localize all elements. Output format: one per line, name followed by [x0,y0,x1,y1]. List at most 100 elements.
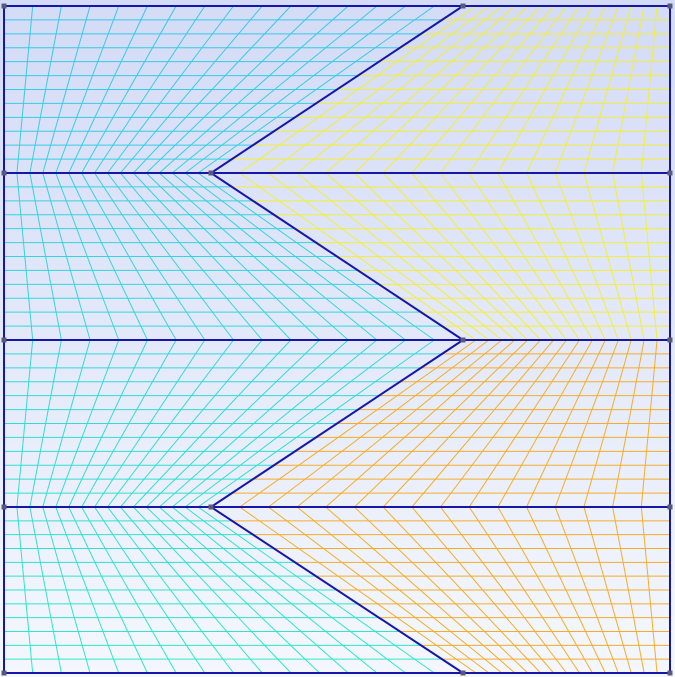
mesh-line-transverse [354,5,529,174]
mesh-node[interactable] [208,504,214,510]
mesh-line-transverse [158,339,349,508]
mesh-line-transverse [296,172,503,341]
mesh-node[interactable] [667,670,673,676]
mesh-line-transverse [16,172,34,341]
mesh-line-transverse [526,5,606,174]
mesh-line-transverse [325,506,516,674]
mesh-node[interactable] [460,670,466,676]
mesh-region-right-upper [232,5,670,341]
mesh-line-transverse [158,172,349,341]
mesh-line-transverse [468,172,580,341]
mesh-line-transverse [554,339,619,508]
mesh-line-transverse [612,172,645,341]
mesh-line-transverse [145,172,320,341]
mesh-line-transverse [42,506,91,674]
mesh-line-transverse [411,5,554,174]
mesh-line-transverse [325,5,516,174]
mesh-line-transverse [133,339,292,508]
mesh-line-transverse [94,5,206,174]
mesh-line-transverse [68,339,148,508]
mesh-line-transverse [68,5,148,174]
mesh-line-transverse [468,339,580,508]
mesh-line-transverse [325,339,516,508]
mesh-line-transverse [29,172,62,341]
mesh-node[interactable] [1,3,7,9]
mesh-line-transverse [612,5,645,174]
mesh-line-transverse [268,506,490,674]
mesh-line-transverse [158,5,349,174]
mesh-line-transverse [197,506,435,674]
boundary-edge-diagonal [210,5,464,174]
mesh-line-transverse [382,339,541,508]
mesh-line-transverse [42,172,91,341]
mesh-line-transverse [296,339,503,508]
mesh-line-transverse [197,339,435,508]
mesh-line-transverse [68,172,148,341]
mesh-node[interactable] [667,504,673,510]
mesh-region-left [4,5,442,674]
mesh-line-transverse [640,172,658,341]
mesh-line-transverse [145,506,320,674]
mesh-line-transverse [94,339,206,508]
boundary-edge-diagonal [210,339,464,508]
mesh-line-transverse [612,339,645,508]
mesh-node[interactable] [667,170,673,176]
mesh-line-transverse [94,172,206,341]
mesh-line-transverse [120,172,263,341]
mesh-line-transverse [554,506,619,674]
mesh-node[interactable] [667,337,673,343]
mesh-line-transverse [497,339,593,508]
mesh-line-transverse [239,5,477,174]
boundary-edge-diagonal [210,172,464,341]
mesh-line-transverse [411,506,554,674]
mesh-line-transverse [107,339,234,508]
mesh-line-transverse [145,5,320,174]
mesh-line-transverse [29,339,62,508]
mesh-line-transverse [171,339,378,508]
mesh-line-transverse [583,339,632,508]
mesh-line-transverse [497,172,593,341]
mesh-line-transverse [354,506,529,674]
mesh-line-transverse [239,172,477,341]
mesh-line-transverse [440,506,567,674]
mesh-line-transverse [184,506,406,674]
mesh-line-transverse [120,339,263,508]
mesh-line-transverse [107,172,234,341]
mesh-line-transverse [171,5,378,174]
mesh-node[interactable] [1,170,7,176]
mesh-line-transverse [16,5,34,174]
mesh-line-transverse [640,506,658,674]
mesh-node[interactable] [1,670,7,676]
mesh-line-transverse [497,5,593,174]
mesh-line-transverse [382,5,541,174]
mesh-node[interactable] [667,3,673,9]
mesh-line-transverse [107,506,234,674]
mesh-line-transverse [120,506,263,674]
mesh-node[interactable] [1,504,7,510]
mesh-line-transverse [16,339,34,508]
mesh-line-transverse [354,172,529,341]
mesh-line-transverse [55,506,120,674]
mesh-line-transverse [554,5,619,174]
mesh-line-transverse [583,172,632,341]
mesh-node[interactable] [208,170,214,176]
mesh-line-transverse [55,5,120,174]
mesh-line-transverse [197,172,435,341]
mesh-line-transverse [81,172,177,341]
mesh-line-transverse [526,506,606,674]
mesh-node[interactable] [460,3,466,9]
mesh-line-transverse [107,5,234,174]
mesh-line-transverse [42,5,91,174]
mesh-boundary-nodes [1,3,673,676]
mesh-node[interactable] [1,337,7,343]
mesh-line-transverse [184,172,406,341]
mesh-node[interactable] [460,337,466,343]
mesh-line-transverse [81,5,177,174]
mesh-line-transverse [382,172,541,341]
mesh-line-transverse [133,5,292,174]
mesh-line-transverse [68,506,148,674]
mesh-line-transverse [184,5,406,174]
mesh-line-transverse [268,339,490,508]
